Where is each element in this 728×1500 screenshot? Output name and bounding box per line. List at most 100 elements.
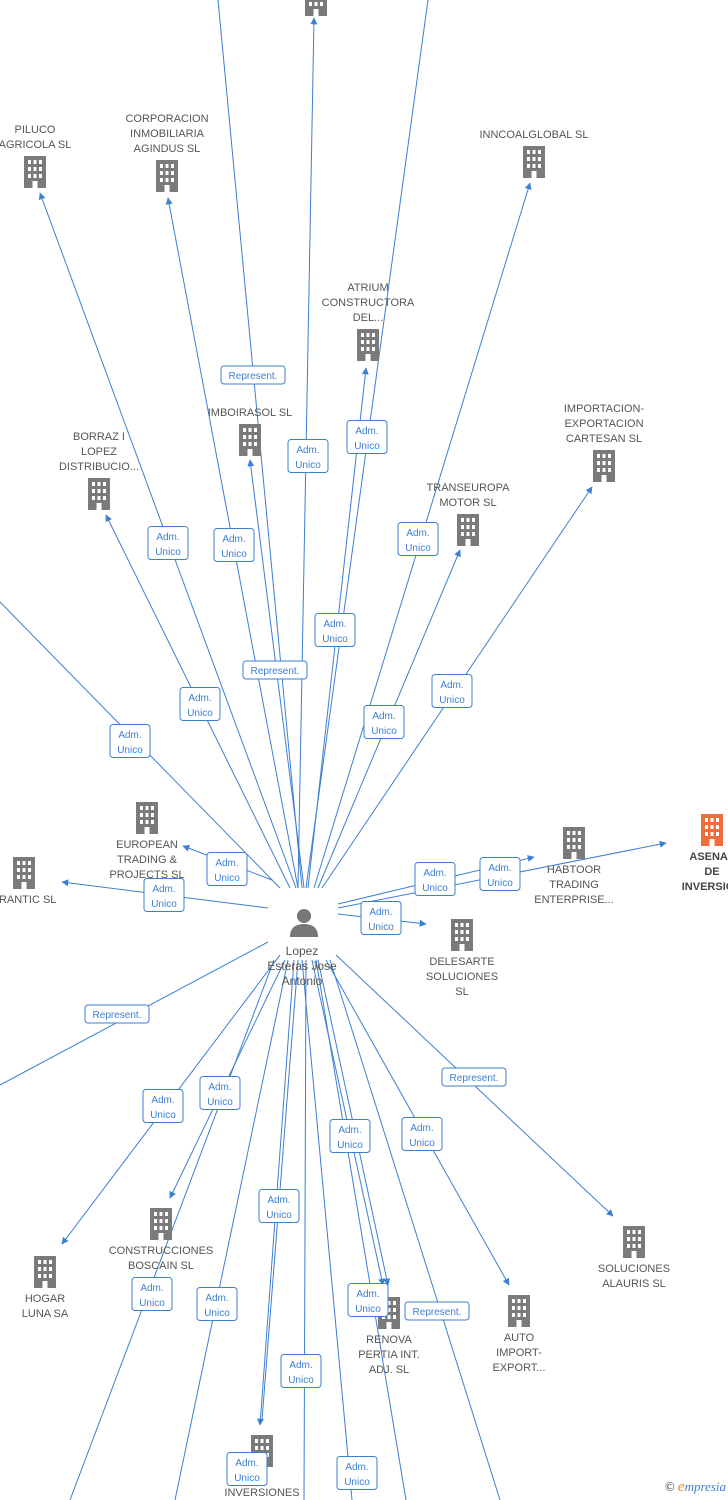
relation-text: Unico — [405, 543, 431, 554]
company-label-line: PILUCO — [15, 124, 56, 136]
company-label-line: CORPORACION — [125, 113, 208, 125]
relation-text: Unico — [266, 1210, 292, 1221]
relation-text: Adm. — [188, 693, 211, 704]
relation-label-r13[interactable]: Adm.Unico — [206, 852, 248, 886]
relation-box — [242, 660, 308, 680]
relation-label-r15[interactable]: Adm.Unico — [414, 862, 456, 896]
company-node-erantic[interactable]: ERANTIC SL — [0, 857, 56, 906]
relation-label-r17[interactable]: Adm.Unico — [360, 901, 402, 935]
company-label-line: CONSTRUCCIONES — [109, 1245, 214, 1257]
relation-text: Adm. — [222, 534, 245, 545]
relation-box — [84, 1004, 150, 1024]
relation-label-r21[interactable]: Represent. — [441, 1067, 507, 1087]
relation-label-r1[interactable]: Represent. — [220, 365, 286, 385]
relation-label-r27[interactable]: Adm.Unico — [347, 1283, 389, 1317]
relation-label-r20[interactable]: Adm.Unico — [199, 1076, 241, 1110]
relation-label-r29[interactable]: Represent. — [404, 1301, 470, 1321]
relation-text: Adm. — [267, 1195, 290, 1206]
company-node-top-partial[interactable] — [305, 0, 327, 16]
relation-label-r2[interactable]: Adm.Unico — [287, 439, 329, 473]
relation-box — [142, 1089, 184, 1123]
company-label-line: ADJ. SL — [369, 1364, 409, 1376]
relation-box — [109, 724, 151, 758]
company-node-borraz[interactable]: BORRAZ ILOPEZDISTRIBUCIO... — [59, 431, 139, 510]
edge-line-29 — [303, 959, 307, 1500]
person-icon — [290, 909, 318, 937]
building-icon — [457, 514, 479, 546]
relation-text: Unico — [337, 1140, 363, 1151]
building-icon — [563, 827, 585, 859]
building-icon — [357, 329, 379, 361]
company-node-auto[interactable]: AUTOIMPORT-EXPORT... — [493, 1295, 546, 1374]
building-icon — [623, 1226, 645, 1258]
building-icon — [13, 857, 35, 889]
company-label-line: SOLUCIONES — [426, 971, 498, 983]
company-label-line: INNCOALGLOBAL SL — [479, 129, 588, 141]
relation-text: Unico — [288, 1375, 314, 1386]
relation-label-r4[interactable]: Adm.Unico — [147, 526, 189, 560]
relation-text: Adm. — [369, 907, 392, 918]
relation-box — [280, 1354, 322, 1388]
relation-box — [479, 857, 521, 891]
relation-label-r5[interactable]: Adm. Unico — [213, 528, 255, 562]
relation-label-r30[interactable]: Adm.Unico — [226, 1452, 268, 1486]
relation-label-r11[interactable]: Adm.Unico — [431, 674, 473, 708]
company-node-imboirasol[interactable]: IMBOIRASOL SL — [208, 407, 293, 456]
relation-label-r7[interactable]: Adm.Unico — [314, 613, 356, 647]
relation-text: Unico — [151, 899, 177, 910]
relation-label-r18[interactable]: Represent. — [84, 1004, 150, 1024]
relation-box — [287, 439, 329, 473]
relation-label-r6[interactable]: Adm.Unico — [397, 522, 439, 556]
relation-label-r26[interactable]: Adm.Unico — [196, 1287, 238, 1321]
relation-text: Adm. — [140, 1283, 163, 1294]
relation-label-r28[interactable]: Adm.Unico — [280, 1354, 322, 1388]
relation-box — [363, 705, 405, 739]
relation-text: Unico — [422, 883, 448, 894]
relation-text: Unico — [207, 1097, 233, 1108]
building-icon — [701, 814, 723, 846]
relation-text: Unico — [221, 549, 247, 560]
relation-label-r24[interactable]: Adm. Unico — [258, 1189, 300, 1223]
building-icon — [508, 1295, 530, 1327]
relation-box — [179, 687, 221, 721]
company-label-line: EUROPEAN — [116, 839, 178, 851]
relation-label-r9[interactable]: Adm. Unico — [179, 687, 221, 721]
relation-text: Unico — [187, 708, 213, 719]
relation-text: Unico — [409, 1138, 435, 1149]
company-label-line: DEL... — [353, 312, 384, 324]
relation-text: Adm. — [215, 858, 238, 869]
company-node-habtoor[interactable]: HABTOORTRADINGENTERPRISE... — [534, 827, 614, 906]
company-node-atrium[interactable]: ATRIUMCONSTRUCTORADEL... — [322, 282, 415, 361]
relation-label-r14[interactable]: Adm.Unico — [143, 878, 185, 912]
relation-label-r16[interactable]: Adm.Unico — [479, 857, 521, 891]
relation-label-r10[interactable]: Adm.Unico — [363, 705, 405, 739]
relation-label-r3[interactable]: Adm.Unico — [346, 420, 388, 454]
relation-label-r8[interactable]: Represent. — [242, 660, 308, 680]
relation-text: Adm. — [410, 1123, 433, 1134]
company-label-line: SL — [455, 986, 468, 998]
footer-brand[interactable]: ©empresia — [664, 1479, 726, 1496]
copyright-symbol: © — [663, 1480, 676, 1494]
building-icon — [593, 450, 615, 482]
relation-label-r23[interactable]: Adm. Unico — [401, 1117, 443, 1151]
relation-label-r22[interactable]: Adm.Unico — [329, 1119, 371, 1153]
relation-label-r25[interactable]: Adm.Unico — [131, 1277, 173, 1311]
relation-label-r31[interactable]: Adm.Unico — [336, 1456, 378, 1490]
relation-label-r19[interactable]: Adm.Unico — [142, 1089, 184, 1123]
building-icon — [150, 1208, 172, 1240]
company-node-inncoalglobal[interactable]: INNCOALGLOBAL SL — [479, 129, 589, 178]
relation-box — [347, 1283, 389, 1317]
company-node-asenal[interactable]: ASENALDEINVERSION — [682, 814, 728, 893]
relation-label-r12[interactable]: Adm.Unico — [109, 724, 151, 758]
